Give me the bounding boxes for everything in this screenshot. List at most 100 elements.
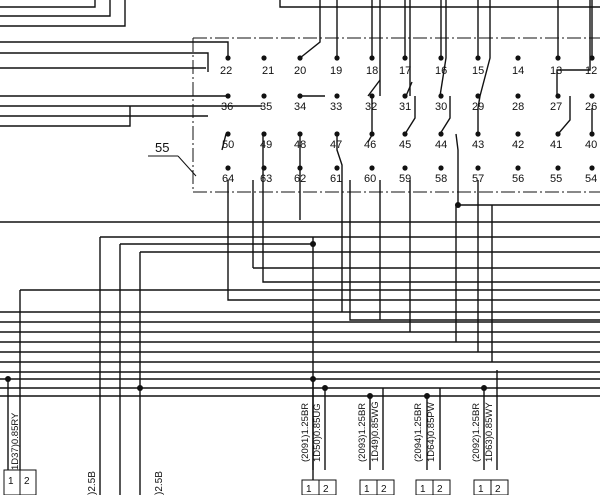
connector-row-4: 64 63 62 61 60 59 58 57 56 55 54: [222, 165, 597, 185]
svg-text:13: 13: [550, 65, 562, 77]
svg-text:2: 2: [381, 484, 387, 495]
svg-text:(2093)1.25BR: (2093)1.25BR: [357, 403, 368, 462]
svg-text:2: 2: [495, 484, 501, 495]
pin-dot: [334, 93, 340, 99]
connector-row-1: 22 21 20 19 18 17 16 15 14 13 12: [220, 55, 597, 77]
terminal-block-3: [415, 479, 451, 495]
svg-text:64: 64: [222, 173, 234, 185]
svg-text:(2094)1.25BR: (2094)1.25BR: [413, 403, 424, 462]
svg-text:2: 2: [24, 476, 30, 487]
svg-text:21: 21: [262, 65, 274, 77]
svg-text:62: 62: [294, 173, 306, 185]
wire-label-4: (2092)1.25BR 1D63)0.85WY: [471, 402, 495, 462]
pin-dot: [297, 55, 303, 61]
svg-text:42: 42: [512, 139, 524, 151]
svg-text:43: 43: [472, 139, 484, 151]
pin-dot: [402, 131, 408, 137]
left-label-3: )2.5B: [154, 471, 165, 495]
svg-text:(2092)1.25BR: (2092)1.25BR: [471, 403, 482, 462]
pin-dot: [369, 93, 375, 99]
pin-dot: [589, 55, 595, 61]
svg-text:26: 26: [585, 101, 597, 113]
pin-dot: [402, 93, 408, 99]
connector-row-3: 50 49 48 47 46 45 44 43 42 41 40: [222, 131, 597, 151]
pin-dot: [334, 165, 340, 171]
left-label-2: )2.5B: [87, 471, 98, 495]
pin-dot: [334, 131, 340, 137]
pin-dot: [475, 93, 481, 99]
svg-text:29: 29: [472, 101, 484, 113]
svg-text:1: 1: [420, 484, 426, 495]
pin-dot: [225, 93, 231, 99]
pin-dot: [475, 55, 481, 61]
pin-dot: [515, 131, 521, 137]
wire-label-2: (2093)1.25BR 1D49)0.85WG: [357, 401, 381, 462]
svg-text:31: 31: [399, 101, 411, 113]
pin-dot: [515, 55, 521, 61]
pin-dot: [261, 55, 267, 61]
svg-text:1D50)0.85UG: 1D50)0.85UG: [312, 403, 323, 462]
svg-text:32: 32: [365, 101, 377, 113]
pin-dot: [475, 165, 481, 171]
svg-text:40: 40: [585, 139, 597, 151]
pin-dot: [369, 55, 375, 61]
svg-text:1D63)0.85WY: 1D63)0.85WY: [484, 402, 495, 462]
svg-text:55: 55: [155, 140, 169, 155]
svg-text:1D64)0.85PW: 1D64)0.85PW: [426, 402, 437, 462]
svg-text:63: 63: [260, 173, 272, 185]
callout-55: 55: [148, 140, 197, 177]
pin-dot: [589, 165, 595, 171]
svg-text:28: 28: [512, 101, 524, 113]
pin-dot: [297, 165, 303, 171]
pin-dot: [261, 165, 267, 171]
svg-text:22: 22: [220, 65, 232, 77]
svg-text:45: 45: [399, 139, 411, 151]
svg-text:36: 36: [221, 101, 233, 113]
svg-text:58: 58: [435, 173, 447, 185]
pin-dot: [261, 131, 267, 137]
svg-text:15: 15: [472, 65, 484, 77]
connector-row-2: 36 35 34 33 32 31 30 29 28 27 26: [221, 93, 597, 113]
svg-text:60: 60: [364, 173, 376, 185]
svg-text:16: 16: [435, 65, 447, 77]
svg-text:1: 1: [364, 484, 370, 495]
svg-text:55: 55: [550, 173, 562, 185]
pin-dot: [555, 165, 561, 171]
pin-dot: [438, 165, 444, 171]
svg-text:2: 2: [323, 484, 329, 495]
svg-text:1D37)0.85RY: 1D37)0.85RY: [10, 412, 21, 470]
pin-dot: [225, 131, 231, 137]
pin-dot: [438, 131, 444, 137]
pin-dot: [297, 93, 303, 99]
pin-dot: [555, 55, 561, 61]
pin-dot: [402, 165, 408, 171]
svg-text:54: 54: [585, 173, 597, 185]
junction-dots: [5, 202, 487, 399]
svg-text:1: 1: [8, 476, 14, 487]
svg-text:35: 35: [260, 101, 272, 113]
svg-text:20: 20: [294, 65, 306, 77]
pin-dot: [261, 93, 267, 99]
svg-text:44: 44: [435, 139, 447, 151]
wire-label-1: (2091)1.25BR 1D50)0.85UG: [300, 403, 323, 462]
pin-dot: [555, 93, 561, 99]
svg-text:)2.5B: )2.5B: [87, 471, 98, 495]
svg-text:59: 59: [399, 173, 411, 185]
wire-label-3: (2094)1.25BR 1D64)0.85PW: [413, 402, 437, 462]
svg-text:34: 34: [294, 101, 306, 113]
left-label-1: 1D37)0.85RY: [10, 412, 21, 470]
svg-text:61: 61: [330, 173, 342, 185]
svg-text:1D49)0.85WG: 1D49)0.85WG: [370, 401, 381, 462]
pin-dot: [225, 165, 231, 171]
pin-dot: [555, 131, 561, 137]
terminal-block-left: [3, 469, 37, 495]
svg-text:48: 48: [294, 139, 306, 151]
svg-text:41: 41: [550, 139, 562, 151]
pin-dot: [438, 93, 444, 99]
pin-dot: [402, 55, 408, 61]
svg-text:46: 46: [364, 139, 376, 151]
svg-text:14: 14: [512, 65, 524, 77]
pin-dot: [589, 131, 595, 137]
